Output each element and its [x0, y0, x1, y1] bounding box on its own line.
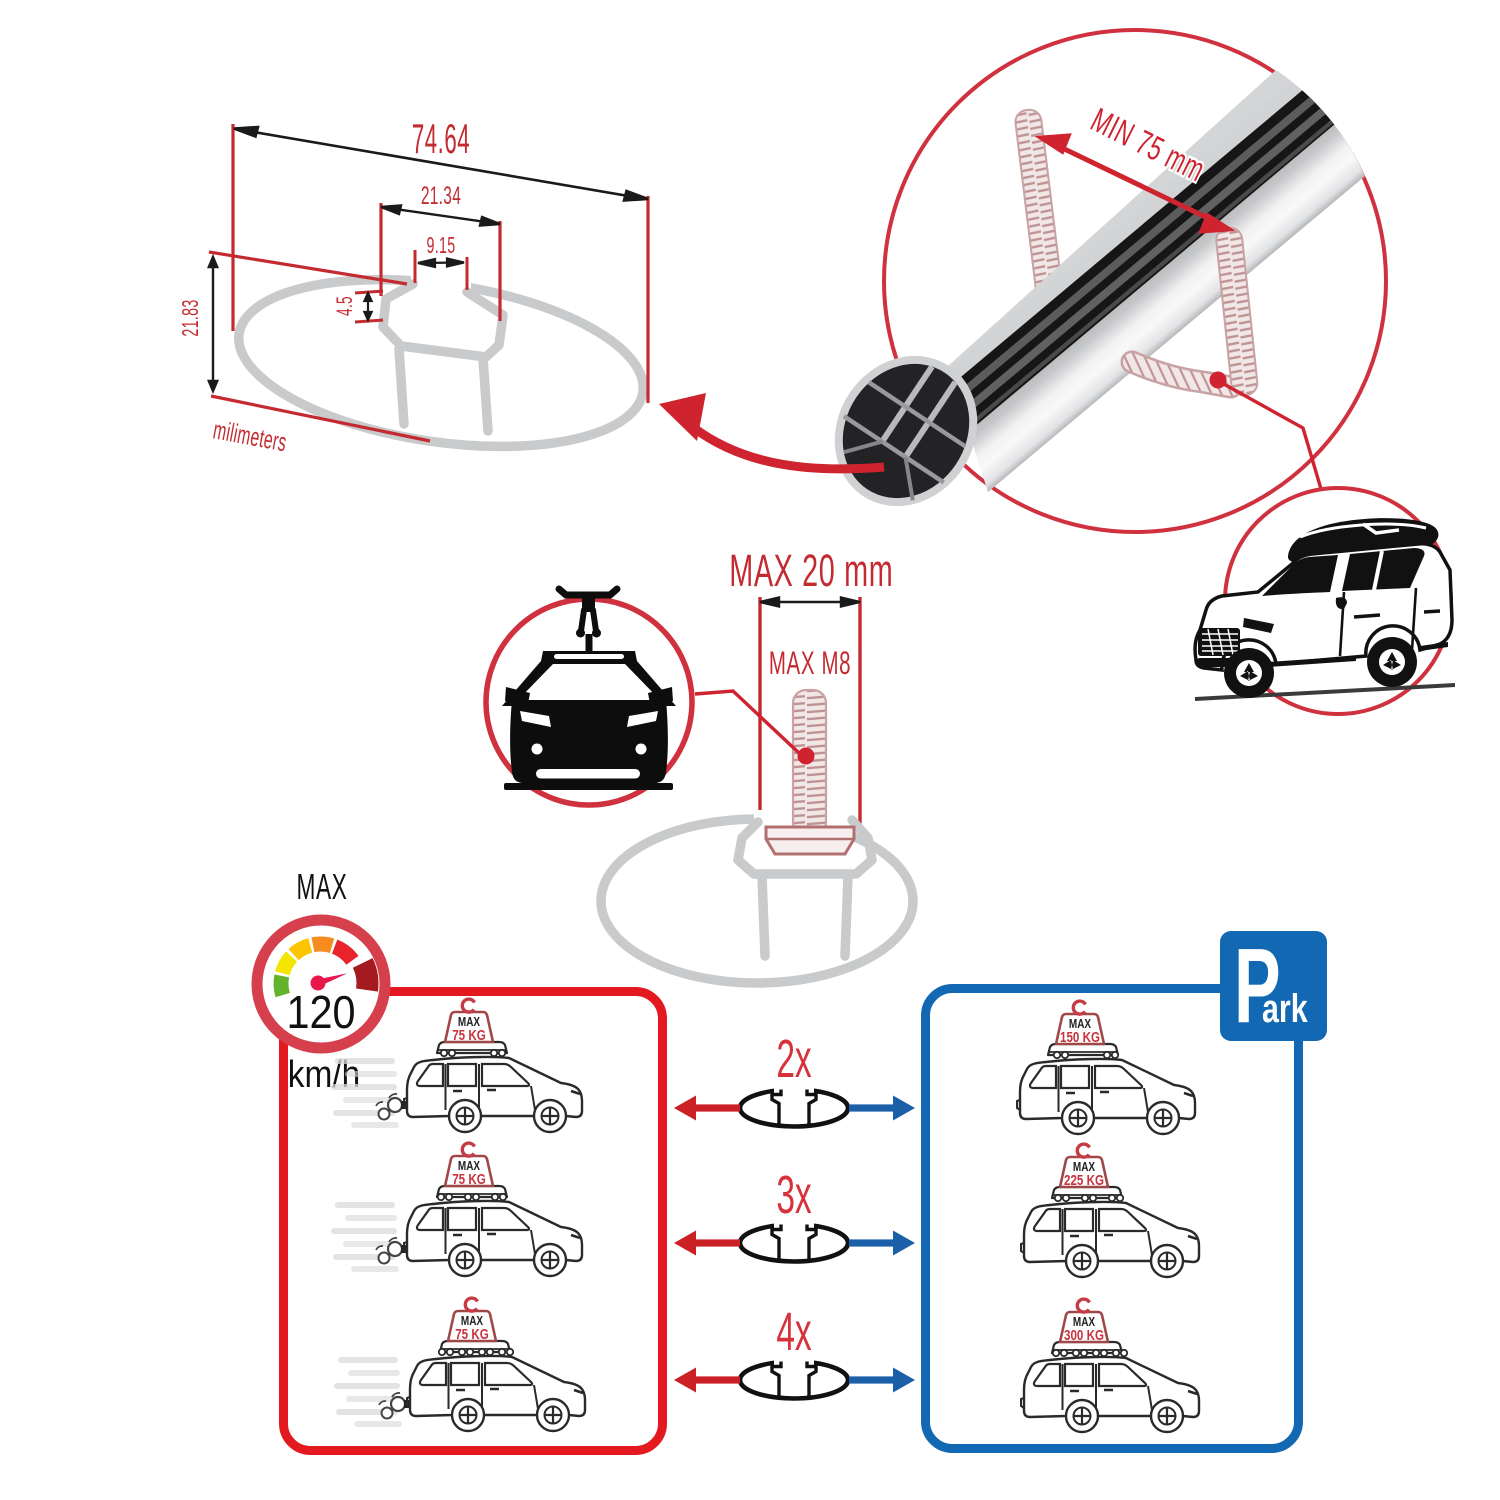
- svg-text:MAX: MAX: [1073, 1161, 1096, 1174]
- svg-text:3x: 3x: [776, 1164, 811, 1225]
- svg-text:150 KG: 150 KG: [1060, 1029, 1100, 1046]
- svg-text:300 KG: 300 KG: [1064, 1327, 1104, 1344]
- svg-text:4.5: 4.5: [332, 296, 357, 316]
- svg-text:9.15: 9.15: [427, 234, 456, 259]
- svg-text:MAX: MAX: [1069, 1018, 1092, 1031]
- svg-text:75 KG: 75 KG: [452, 1027, 486, 1044]
- svg-text:MAX: MAX: [458, 1160, 481, 1173]
- svg-text:MAX M8: MAX M8: [769, 645, 851, 681]
- svg-text:4x: 4x: [776, 1301, 811, 1362]
- svg-text:74.64: 74.64: [412, 117, 470, 163]
- svg-text:21.34: 21.34: [421, 182, 461, 210]
- svg-text:21.83: 21.83: [179, 299, 204, 336]
- svg-text:MAX: MAX: [1073, 1316, 1096, 1329]
- svg-text:MAX: MAX: [461, 1315, 484, 1328]
- svg-text:2x: 2x: [776, 1028, 811, 1089]
- svg-text:120: 120: [286, 987, 355, 1039]
- svg-text:MIN 75 mm: MIN 75 mm: [1085, 101, 1211, 189]
- svg-text:225 KG: 225 KG: [1064, 1172, 1104, 1189]
- svg-text:MAX 20 mm: MAX 20 mm: [729, 547, 893, 597]
- svg-text:MAX: MAX: [296, 868, 347, 907]
- svg-text:75 KG: 75 KG: [452, 1171, 486, 1188]
- svg-text:ark: ark: [1262, 986, 1308, 1031]
- svg-text:MAX: MAX: [458, 1016, 481, 1029]
- svg-text:75 KG: 75 KG: [455, 1326, 489, 1343]
- svg-text:milimeters: milimeters: [211, 415, 289, 457]
- svg-text:P: P: [1234, 928, 1281, 1046]
